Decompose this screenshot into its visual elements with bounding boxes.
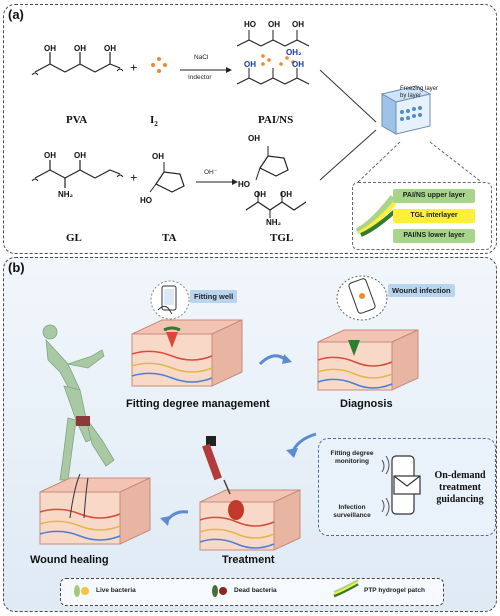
gl-oh-2: OH (74, 151, 86, 160)
zoom-lines (355, 141, 485, 185)
reaction-arrow-2 (196, 179, 238, 185)
converging-lines (319, 69, 377, 181)
curved-arrow-2-icon (286, 432, 317, 458)
reagent-indector: Indector (188, 74, 212, 81)
i2-label: I2 (150, 114, 158, 129)
iodine-icon (151, 57, 167, 73)
pva-oh-3: OH (104, 44, 116, 53)
plus-sign-1: + (130, 60, 138, 75)
fitting-well-tag: Fitting well (190, 290, 238, 303)
reagent-nacl: NaCl (194, 54, 209, 61)
dead-bacteria-icon (212, 585, 227, 597)
pva-oh-1: OH (44, 44, 56, 53)
fitting-monitoring-label: Fitting degree monitoring (330, 450, 374, 465)
gl-oh-1: OH (44, 151, 56, 160)
ta-oh: OH (152, 152, 164, 161)
lower-layer-label: PAI/NS lower layer (393, 229, 475, 243)
step-healing-label: Wound healing (30, 554, 109, 566)
legend (60, 578, 444, 606)
tgl-oh-2: OH (254, 190, 266, 199)
tgl-structure (245, 146, 307, 218)
tgl-label: TGL (270, 232, 294, 244)
hydrogel-layers-icon (355, 195, 397, 237)
legend-dead-label: Dead bacteria (234, 587, 277, 594)
freezing-device-icon (380, 85, 432, 135)
freezing-label: Freezing layer by layer (400, 86, 439, 99)
pva-label: PVA (66, 114, 88, 126)
phone-hand-icon (150, 280, 190, 320)
live-bacteria-icon (74, 585, 89, 597)
athlete-figure (42, 324, 115, 481)
pai-ho-1: HO (244, 20, 256, 29)
infection-surveillance-label: Infection surveillance (333, 504, 371, 519)
pva-structure (31, 52, 124, 76)
pai-oh2: OH₂ (286, 48, 302, 57)
pai-oh-4: OH (292, 60, 304, 69)
step-fitting-label: Fitting degree management (126, 398, 270, 410)
pai-oh-1: OH (268, 20, 280, 29)
skin-block-diagnosis (317, 329, 419, 391)
plus-sign-2: + (130, 170, 138, 185)
phone-mail-icon (381, 455, 421, 517)
wound-infection-tag: Wound infection (388, 284, 455, 297)
skin-block-fitting (131, 319, 243, 387)
tgl-oh-3: OH (280, 190, 292, 199)
reagent-hydroxide: OH⁻ (204, 169, 218, 176)
pai-oh-3: OH (244, 60, 256, 69)
ta-structure (149, 162, 185, 193)
pai-network-structure (236, 30, 310, 85)
hydrogel-patch-icon (333, 579, 359, 598)
phone-infection-icon (336, 275, 388, 321)
gl-structure (31, 160, 124, 188)
skin-block-treatment (199, 489, 301, 551)
reaction-arrow-1 (180, 67, 232, 73)
tgl-nh2: NH₂ (266, 218, 282, 227)
guidance-label: On-demand treatment guidancing (434, 470, 486, 505)
ta-label: TA (162, 232, 177, 244)
step-diagnosis-label: Diagnosis (340, 398, 393, 410)
pai-label: PAI/NS (258, 114, 294, 126)
legend-patch-label: PTP hydrogel patch (364, 587, 425, 594)
layers-detail-box: PAI/NS upper layer TGL interlayer PAI/NS… (352, 182, 492, 250)
curved-arrow-1-icon (258, 354, 292, 366)
interlayer-label: TGL interlayer (393, 209, 475, 223)
pai-oh-2: OH (292, 20, 304, 29)
step-treatment-label: Treatment (222, 554, 275, 566)
ta-ho: HO (140, 196, 152, 205)
legend-live-label: Live bacteria (96, 587, 136, 594)
syringe-icon (202, 436, 231, 495)
gl-label: GL (66, 232, 82, 244)
tgl-oh: OH (248, 134, 260, 143)
upper-layer-label: PAI/NS upper layer (393, 189, 475, 203)
tgl-ho: HO (238, 180, 250, 189)
skin-block-healing (39, 473, 151, 545)
panel-b-label: (b) (8, 260, 25, 275)
pva-oh-2: OH (74, 44, 86, 53)
gl-nh2: NH₂ (58, 190, 74, 199)
panel-a-label: (a) (8, 7, 24, 22)
curved-arrow-3-icon (160, 510, 189, 526)
